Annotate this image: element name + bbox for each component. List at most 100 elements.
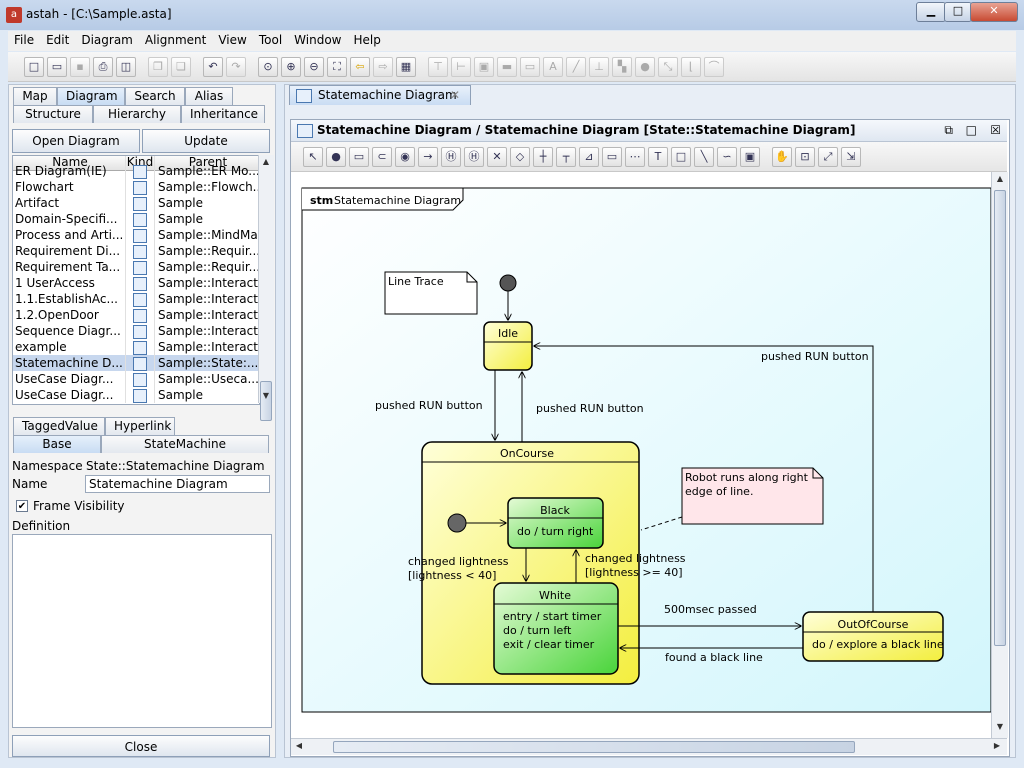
table-row[interactable]: Sequence Diagr...Sample::Interact... (13, 323, 259, 339)
state-white[interactable] (493, 582, 619, 675)
layout-icon[interactable]: ▚ (612, 56, 632, 77)
fit-window-icon[interactable]: ⛶ (327, 56, 347, 77)
choice-icon[interactable]: ◇ (510, 146, 530, 167)
transition-outofcourse-to-idle[interactable] (534, 346, 874, 612)
table-row[interactable]: Requirement Ta...Sample::Requir... (13, 259, 259, 275)
stereotype-icon[interactable]: ● (635, 56, 655, 77)
header-name[interactable]: Name (52, 156, 88, 169)
connector-icon[interactable]: ⤡ (658, 56, 678, 77)
scroll-up-icon[interactable]: ▲ (996, 174, 1004, 183)
image-tool-icon[interactable]: ▣ (740, 146, 760, 167)
back-arrow-icon[interactable]: ⇦ (350, 56, 370, 77)
tab-taggedvalue[interactable]: TaggedValue (13, 417, 105, 435)
new-file-icon[interactable]: □ (24, 56, 44, 77)
minimize-button[interactable]: ▁ (916, 2, 946, 22)
align-top-icon[interactable]: ⊤ (428, 56, 448, 77)
table-row[interactable]: Domain-Specifi...Sample (13, 211, 259, 227)
definition-textarea[interactable] (12, 534, 272, 728)
table-row[interactable]: 1.1.EstablishAc...Sample::Interact... (13, 291, 259, 307)
menu-diagram[interactable]: Diagram (81, 33, 133, 47)
save-icon[interactable]: ▪ (70, 56, 90, 77)
select-tool-icon[interactable]: ↖ (303, 146, 323, 167)
note-line-trace[interactable] (384, 271, 478, 315)
maximize-icon[interactable]: □ (965, 123, 977, 137)
snap-icon[interactable]: ⊡ (795, 146, 815, 167)
text-tool-icon[interactable]: T (648, 146, 668, 167)
grid-icon[interactable]: ▦ (396, 56, 416, 77)
table-row[interactable]: Process and Arti...Sample::MindMap (13, 227, 259, 243)
scroll-right-icon[interactable]: ▶ (993, 741, 1001, 750)
print-preview-icon[interactable]: ◫ (116, 56, 136, 77)
font-color-icon[interactable]: A (543, 56, 563, 77)
tab-statemachine-diagram[interactable]: Statemachine Diagram ✕ (289, 85, 471, 105)
close-diagram-icon[interactable]: ☒ (990, 123, 1001, 137)
submachine-state-icon[interactable]: ⊂ (372, 146, 392, 167)
state-idle[interactable] (483, 321, 533, 371)
line-bend-icon[interactable]: ⌊ (681, 56, 701, 77)
tab-diagram[interactable]: Diagram (57, 87, 125, 105)
menu-file[interactable]: File (14, 33, 35, 47)
table-row[interactable]: ER Diagram(IE)Sample::ER Mo... (13, 163, 259, 179)
zoom-out-icon[interactable]: ⊖ (304, 56, 324, 77)
tab-statemachine[interactable]: StateMachine (101, 435, 269, 453)
tab-alias[interactable]: Alias (185, 87, 233, 105)
menu-help[interactable]: Help (353, 33, 381, 47)
tab-hierarchy[interactable]: Hierarchy (93, 105, 181, 123)
update-button[interactable]: Update (142, 129, 270, 153)
menu-tool[interactable]: Tool (258, 33, 283, 47)
canvas-vertical-scrollbar[interactable]: ▲ ▼ (991, 172, 1008, 738)
curve-icon[interactable]: ⌒ (704, 56, 724, 77)
restore-icon[interactable]: ⧉ (944, 123, 953, 137)
tab-inheritance[interactable]: Inheritance (181, 105, 265, 123)
fill-color-icon[interactable]: ▬ (497, 56, 517, 77)
group-icon[interactable]: ▣ (474, 56, 494, 77)
tab-map[interactable]: Map (13, 87, 57, 105)
close-button[interactable]: Close (12, 735, 270, 757)
forward-arrow-icon[interactable]: ⇨ (373, 56, 393, 77)
line-tool-icon[interactable]: ╲ (694, 146, 714, 167)
final-state-icon[interactable]: ◉ (395, 146, 415, 167)
scroll-up-icon[interactable]: ▲ (262, 157, 270, 166)
menu-alignment[interactable]: Alignment (144, 33, 207, 47)
canvas-hscroll-thumb[interactable] (333, 741, 855, 753)
tree-scrollbar[interactable]: ▲ ▼ (258, 155, 274, 421)
frame-visibility-checkbox[interactable]: ✔ (16, 500, 28, 512)
pan-tool-icon[interactable]: ✋ (772, 146, 792, 167)
pin-panel-icon[interactable]: ⇲ (841, 146, 861, 167)
rectangle-tool-icon[interactable]: □ (671, 146, 691, 167)
scroll-left-icon[interactable]: ◀ (295, 741, 303, 750)
terminate-icon[interactable]: ✕ (487, 146, 507, 167)
name-field[interactable]: Statemachine Diagram (85, 475, 270, 493)
tab-search[interactable]: Search (125, 87, 185, 105)
shallow-history-icon[interactable]: Ⓗ (441, 146, 461, 167)
open-diagram-button[interactable]: Open Diagram (12, 129, 140, 153)
redo-icon[interactable]: ↷ (226, 56, 246, 77)
canvas-vscroll-thumb[interactable] (994, 190, 1006, 646)
signal-receipt-icon[interactable]: ⊿ (579, 146, 599, 167)
close-window-button[interactable]: ✕ (970, 2, 1018, 22)
line-color-icon[interactable]: ▭ (520, 56, 540, 77)
initial-state-icon[interactable]: ● (326, 146, 346, 167)
curve-tool-icon[interactable]: ∽ (717, 146, 737, 167)
table-row[interactable]: Requirement Di...Sample::Requir... (13, 243, 259, 259)
join-icon[interactable]: ┬ (556, 146, 576, 167)
table-row[interactable]: UseCase Diagr...Sample::Useca... (13, 371, 259, 387)
tab-base[interactable]: Base (13, 435, 101, 453)
menu-edit[interactable]: Edit (46, 33, 70, 47)
close-tab-icon[interactable]: ✕ (449, 88, 460, 102)
note-robot[interactable] (681, 467, 824, 525)
maximize-button[interactable]: □ (944, 2, 972, 22)
table-row[interactable]: UseCase Diagr...Sample (13, 387, 259, 403)
menu-view[interactable]: View (218, 33, 247, 47)
scroll-thumb[interactable] (260, 381, 272, 421)
open-folder-icon[interactable]: ▭ (47, 56, 67, 77)
transition-icon[interactable]: → (418, 146, 438, 167)
initial-state-inner[interactable] (447, 513, 467, 533)
line-style-icon[interactable]: ╱ (566, 56, 586, 77)
dotted-line-icon[interactable]: ⋯ (625, 146, 645, 167)
